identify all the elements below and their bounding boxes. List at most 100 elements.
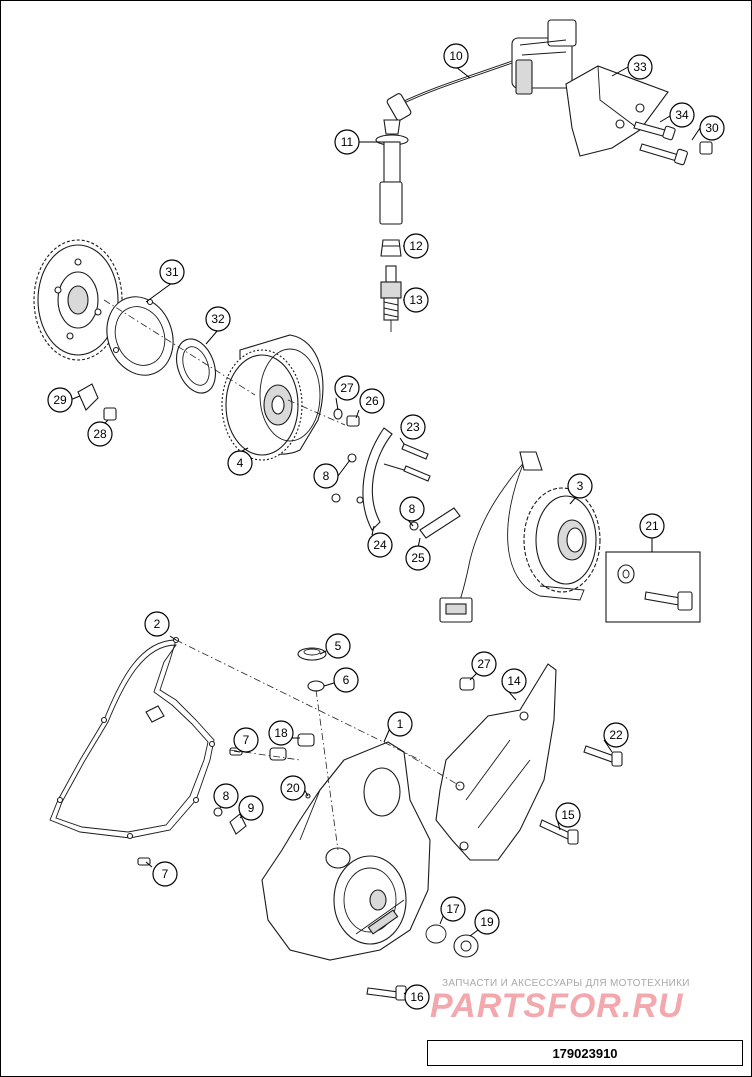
bracket-bolts: [633, 121, 713, 166]
callout-28: 28: [87, 421, 113, 447]
callout-30: 30: [699, 115, 725, 141]
document-number: 179023910: [552, 1045, 618, 1061]
freewheel-plate: [106, 296, 174, 376]
callout-label: 9: [248, 801, 255, 815]
callout-23: 23: [400, 414, 426, 440]
stator: [523, 487, 601, 593]
callout-label: 14: [507, 674, 521, 688]
sensor-bracket-28-29: [77, 383, 117, 421]
callout-21: 21: [639, 513, 665, 539]
cover-gasket: [49, 636, 216, 840]
watermark-brand-logo: PARTSFOR.RU: [430, 987, 684, 1025]
callout-13: 13: [403, 287, 429, 313]
callout-label: 27: [340, 381, 354, 395]
rotor-nut-washer: [287, 399, 360, 427]
callout-26: 26: [359, 388, 385, 414]
callout-label: 6: [343, 673, 350, 687]
spark-plug-nut: [380, 239, 402, 257]
callout-16: 16: [404, 984, 430, 1010]
callout-19: 18: [268, 720, 294, 746]
callout-label: 13: [409, 293, 423, 307]
alignment-lines: [103, 299, 461, 851]
callout-24: 24: [367, 532, 393, 558]
callout-label: 8: [223, 789, 230, 803]
callout-6: 6: [333, 667, 359, 693]
callout-7-upper: 7: [233, 727, 259, 753]
callout-4: 4: [227, 450, 253, 476]
callout-5: 5: [325, 633, 351, 659]
coil-bracket: [565, 65, 669, 157]
callout-14: 14: [501, 668, 527, 694]
callout-label: 27: [477, 657, 491, 671]
callout-label: 23: [406, 420, 420, 434]
callout-3: 3: [567, 473, 593, 499]
callout-label: 15: [561, 808, 575, 822]
document-number-box: 179023910: [427, 1040, 743, 1066]
callout-22: 22: [603, 722, 629, 748]
callout-label: 2: [154, 617, 161, 631]
callout-label: 22: [609, 728, 623, 742]
stator-cable: [439, 451, 585, 623]
callout-15: 15: [555, 802, 581, 828]
callout-label: 8: [323, 469, 330, 483]
callout-18: 19: [474, 909, 500, 935]
cover-plug-oring: [297, 647, 327, 692]
callout-8-mid: 8: [313, 463, 339, 489]
callout-label: 18: [274, 726, 288, 740]
callout-label: 8: [409, 502, 416, 516]
callout-label: 3: [577, 479, 584, 493]
callout-27-top: 27: [334, 375, 360, 401]
callout-label: 24: [373, 538, 387, 552]
starter-ring-gear: [33, 239, 123, 361]
watermark-caption: ЗАПЧАСТИ И АКСЕССУАРЫ ДЛЯ МОТОТЕХНИКИ: [442, 978, 690, 989]
ignition-coil: [399, 19, 577, 106]
chain-guide-left: [362, 427, 393, 531]
oring-and-plug-17-18: [425, 924, 479, 958]
callout-label: 30: [705, 121, 719, 135]
spark-plug-cap: [375, 93, 412, 225]
callout-8-lower: 8: [213, 783, 239, 809]
callout-1: 1: [387, 711, 413, 737]
sprocket-cover-bolts: [459, 677, 623, 845]
callout-20: 20: [280, 775, 306, 801]
callout-8-right: 8: [399, 496, 425, 522]
callout-label: 32: [211, 312, 225, 326]
callout-label: 33: [633, 60, 647, 74]
chain-guide-right: [409, 507, 461, 539]
callout-label: 16: [410, 990, 424, 1004]
callout-label: 10: [449, 49, 463, 63]
callout-27-bottom: 27: [471, 651, 497, 677]
callout-label: 11: [341, 135, 354, 149]
callout-label: 20: [286, 781, 300, 795]
sprocket-cover: [435, 663, 557, 861]
callout-33: 33: [627, 54, 653, 80]
dowel-pins: [137, 733, 315, 866]
callout-label: 5: [335, 639, 342, 653]
callout-label: 7: [162, 867, 169, 881]
callout-label: 17: [446, 902, 460, 916]
guide-bolts: [331, 443, 431, 504]
callout-label: 4: [237, 456, 244, 470]
callout-2: 2: [144, 611, 170, 637]
callout-25: 25: [405, 545, 431, 571]
callout-label: 19: [480, 915, 494, 929]
bearing-ring: [176, 338, 216, 394]
callout-7-lower: 7: [152, 861, 178, 887]
callout-29: 29: [47, 387, 73, 413]
callout-12: 12: [403, 233, 429, 259]
callout-10: 10: [443, 43, 469, 69]
watermark: ЗАПЧАСТИ И АКСЕССУАРЫ ДЛЯ МОТОТЕХНИКИ PA…: [430, 978, 742, 1026]
callout-9: 9: [238, 795, 264, 821]
rotor: [221, 334, 324, 461]
callout-11: 11: [334, 129, 360, 155]
callout-label: 34: [675, 108, 689, 122]
callout-label: 1: [397, 717, 404, 731]
callout-17: 17: [440, 896, 466, 922]
callout-label: 21: [645, 519, 659, 533]
callout-label: 12: [409, 239, 423, 253]
cover-bolt-16: [366, 985, 407, 1001]
callout-label: 25: [411, 551, 425, 565]
callout-32: 32: [205, 306, 231, 332]
callout-label: 31: [165, 265, 179, 279]
